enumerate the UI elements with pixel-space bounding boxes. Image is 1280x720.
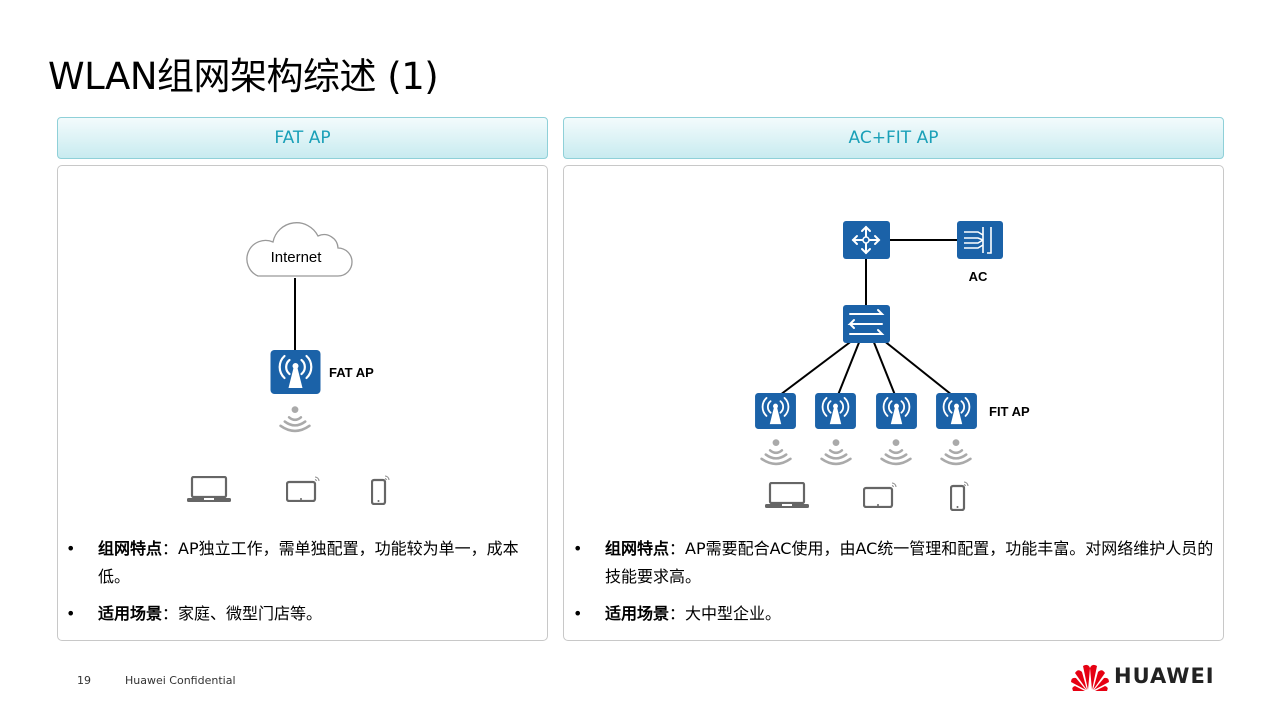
fit-ap-label: FIT AP xyxy=(989,404,1030,419)
bullet-item: 组网特点：AP独立工作，需单独配置，功能较为单一，成本低。 xyxy=(58,535,548,591)
fat-ap-bullets: 组网特点：AP独立工作，需单独配置，功能较为单一，成本低。 适用场景：家庭、微型… xyxy=(58,535,548,637)
fit-ap-icon xyxy=(754,393,797,429)
bullet-item: 适用场景：家庭、微型门店等。 xyxy=(58,600,548,628)
fit-ap-icon xyxy=(814,393,857,429)
brand-logo: HUAWEI xyxy=(1114,664,1215,688)
tablet-icon xyxy=(286,476,320,502)
switch-icon xyxy=(843,305,890,343)
page-number: 19 xyxy=(77,674,91,687)
confidential-label: Huawei Confidential xyxy=(125,674,236,687)
brand-name: HUAWEI xyxy=(1114,664,1215,688)
bullet-item: 适用场景：大中型企业。 xyxy=(565,600,1215,628)
fat-ap-header: FAT AP xyxy=(57,117,548,159)
wifi-signal-icon xyxy=(940,438,972,466)
wifi-signal-icon xyxy=(760,438,792,466)
fat-ap-label: FAT AP xyxy=(329,365,374,380)
phone-icon xyxy=(950,481,970,511)
page-title: WLAN组网架构综述 (1) xyxy=(48,55,439,98)
wifi-signal-icon xyxy=(279,405,311,433)
ac-controller-icon xyxy=(957,221,1003,259)
internet-cloud-icon xyxy=(246,222,353,277)
laptop-icon xyxy=(765,482,809,508)
huawei-logo-icon xyxy=(1071,664,1109,691)
fit-ap-icon xyxy=(875,393,918,429)
ac-fit-ap-header: AC+FIT AP xyxy=(563,117,1224,159)
router-icon xyxy=(843,221,890,259)
tablet-icon xyxy=(863,482,897,508)
fit-ap-icon xyxy=(935,393,978,429)
ac-fit-ap-bullets: 组网特点：AP需要配合AC使用，由AC统一管理和配置，功能丰富。对网络维护人员的… xyxy=(565,535,1215,637)
switch-ap-links xyxy=(779,339,953,396)
ac-label: AC xyxy=(969,269,988,284)
fat-ap-icon xyxy=(270,350,321,394)
laptop-icon xyxy=(187,476,231,502)
phone-icon xyxy=(371,475,391,505)
wifi-signal-icon xyxy=(820,438,852,466)
internet-label: Internet xyxy=(271,249,323,266)
wifi-signal-icon xyxy=(880,438,912,466)
bullet-item: 组网特点：AP需要配合AC使用，由AC统一管理和配置，功能丰富。对网络维护人员的… xyxy=(565,535,1215,591)
